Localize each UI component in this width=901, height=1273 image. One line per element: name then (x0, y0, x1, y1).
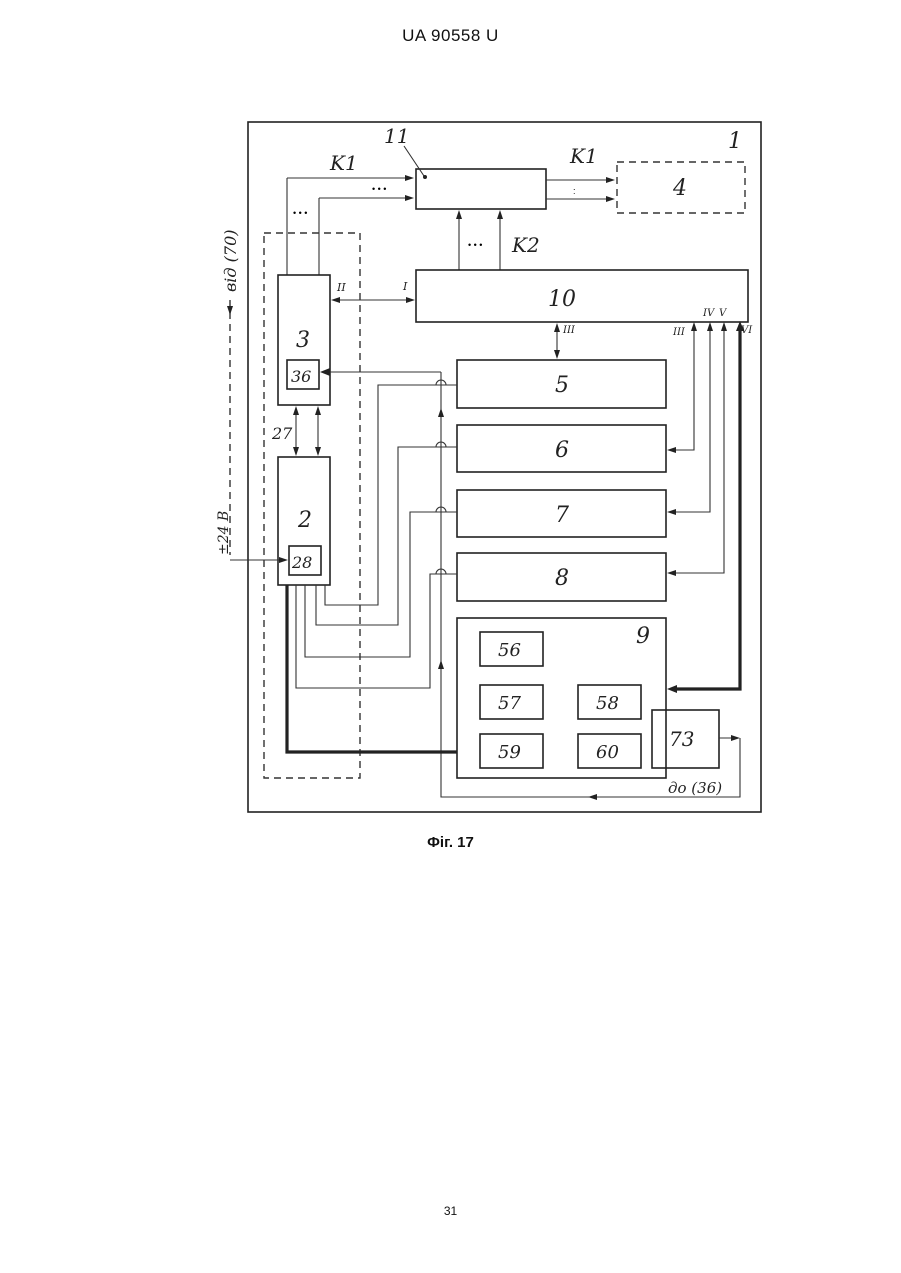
connector-line (287, 585, 457, 752)
arrow-head (731, 735, 740, 741)
port-III-right: III (672, 327, 686, 338)
label-block-1: 1 (728, 129, 742, 154)
connector-line (423, 175, 427, 179)
connector-line (316, 447, 457, 625)
block-10 (416, 270, 748, 322)
label-block-8: 8 (555, 566, 569, 591)
port-I: I (402, 280, 408, 293)
arrow-head (438, 408, 444, 417)
figure-caption: Фіг. 17 (0, 834, 901, 851)
arrow-head (293, 406, 299, 415)
label-27: 27 (271, 424, 293, 443)
label-block-11: 11 (384, 124, 409, 148)
arrow-head (293, 447, 299, 456)
arrow-head (405, 175, 414, 181)
port-IV: IV (702, 308, 716, 319)
page-number: 31 (0, 1204, 901, 1218)
arrow-head (721, 322, 727, 331)
arrow-head (667, 447, 676, 453)
label-block-59: 59 (498, 742, 521, 763)
label-block-6: 6 (555, 438, 569, 463)
arrow-head (279, 557, 288, 563)
arrow-head (315, 447, 321, 456)
label-do-36: до (36) (668, 779, 722, 797)
port-III-mid: III (562, 325, 576, 336)
arrow-head (331, 297, 340, 303)
arrow-head (588, 794, 597, 800)
dots-left: • • • (293, 208, 307, 218)
arrow-head (406, 297, 415, 303)
arrow-head (691, 322, 697, 331)
connector-line (404, 146, 424, 176)
label-block-2: 2 (297, 508, 312, 533)
connector-line (670, 325, 694, 450)
label-block-5: 5 (555, 373, 569, 398)
arrow-head (606, 196, 615, 202)
connector-line (670, 325, 724, 573)
arrow-head (606, 177, 615, 183)
arrow-head (497, 210, 503, 219)
port-V: V (719, 308, 728, 319)
arrow-head (315, 406, 321, 415)
connector-line (672, 326, 740, 689)
arrow-head (438, 660, 444, 669)
label-block-28: 28 (291, 553, 312, 572)
label-block-4: 4 (672, 176, 687, 201)
arrow-head (227, 306, 233, 315)
label-block-7: 7 (555, 503, 569, 528)
connector-line (670, 325, 710, 512)
label-block-56: 56 (498, 640, 521, 661)
arrow-head (405, 195, 414, 201)
label-block-3: 3 (296, 328, 310, 353)
label-block-36: 36 (291, 367, 311, 386)
label-block-58: 58 (596, 693, 619, 714)
arrow-head (320, 368, 330, 376)
label-vid-70: від (70) (221, 230, 240, 293)
arrow-head (667, 685, 677, 693)
arrow-head (554, 323, 560, 332)
label-block-57: 57 (498, 693, 521, 714)
arrow-head (707, 322, 713, 331)
dots-k2: • • • (468, 240, 482, 250)
arrow-head (667, 570, 676, 576)
arrow-head (456, 210, 462, 219)
label-k1-right: K1 (569, 144, 598, 168)
label-block-73: 73 (669, 727, 694, 751)
block-9 (457, 618, 666, 778)
connector-line (325, 385, 457, 605)
connector-line (296, 574, 457, 688)
label-k1-left: K1 (329, 151, 358, 175)
arrow-head (554, 350, 560, 359)
label-block-10: 10 (548, 287, 576, 312)
label-k2: K2 (511, 233, 540, 257)
label-block-60: 60 (596, 742, 619, 763)
dots-top: • • • (372, 184, 386, 194)
port-II: II (336, 281, 346, 294)
label-24v: ±24 В (216, 511, 232, 555)
block-11 (416, 169, 546, 209)
arrow-head (667, 509, 676, 515)
diagram-text: : (573, 186, 576, 196)
label-block-9: 9 (636, 624, 650, 649)
